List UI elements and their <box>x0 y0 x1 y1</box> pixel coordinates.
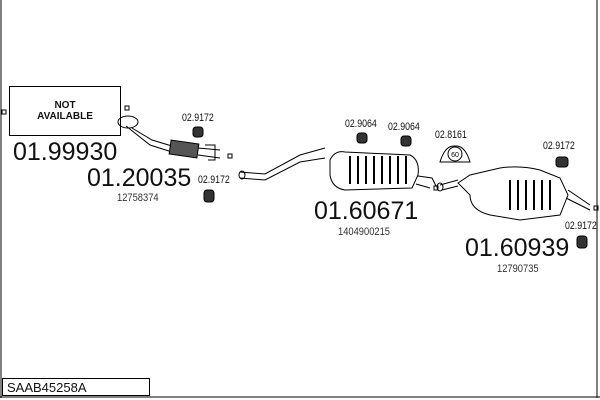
part-number[interactable]: 01.60671 <box>314 197 419 225</box>
part-number[interactable]: 01.99930 <box>13 138 118 166</box>
clamp-icon <box>439 145 471 163</box>
hanger-label[interactable]: 02.9172 <box>198 174 230 186</box>
oem-reference: 1404900215 <box>338 226 391 238</box>
middle-muffler <box>329 151 437 191</box>
part-number[interactable]: 01.20035 <box>87 164 192 192</box>
clamp-size: 60 <box>451 152 459 159</box>
connector-marker <box>593 205 599 211</box>
hanger-label[interactable]: 02.8161 <box>435 129 467 141</box>
oem-reference: 12758374 <box>117 192 159 204</box>
intermediate-pipe <box>239 147 326 181</box>
hanger-label[interactable]: 02.9064 <box>388 121 420 133</box>
hanger-label[interactable]: 02.9172 <box>182 112 214 124</box>
not-available-line1: NOT <box>54 100 76 111</box>
part-number[interactable]: 01.60939 <box>465 234 570 262</box>
hanger-label[interactable]: 02.9172 <box>543 140 575 152</box>
connector-marker <box>227 153 233 159</box>
not-available-line2: AVAILABLE <box>37 111 93 122</box>
front-pipe <box>117 115 221 161</box>
connector-marker <box>1 109 7 115</box>
rear-muffler <box>436 166 591 221</box>
diagram-code: SAAB45258A <box>2 378 150 396</box>
connector-marker <box>124 105 130 111</box>
hangers <box>192 126 588 249</box>
oem-reference: 12790735 <box>497 263 539 275</box>
not-available-box: NOT AVAILABLE <box>9 86 121 136</box>
hanger-label[interactable]: 02.9172 <box>565 220 597 232</box>
hanger-label[interactable]: 02.9064 <box>345 118 377 130</box>
